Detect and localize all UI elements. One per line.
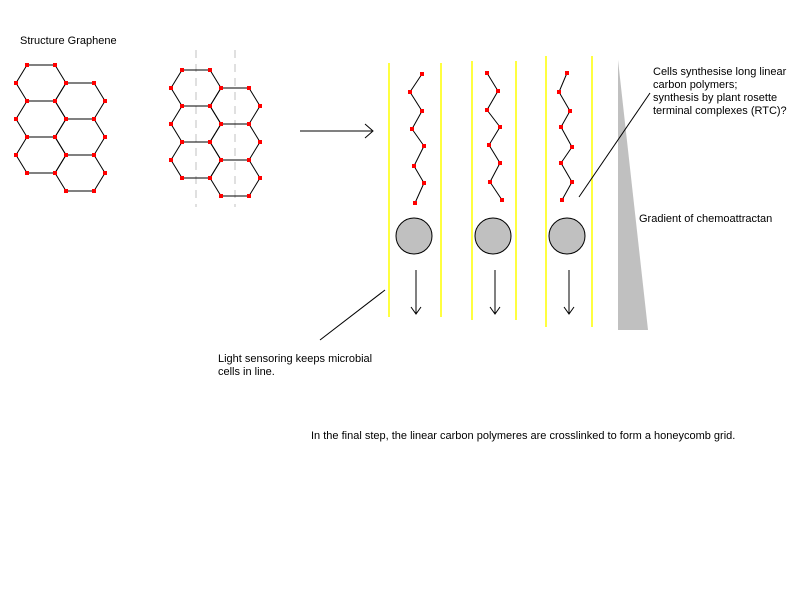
carbon-atom (247, 158, 251, 162)
carbon-atom (14, 153, 18, 157)
carbon-atom (570, 145, 574, 149)
carbon-atom (422, 181, 426, 185)
carbon-atom (103, 171, 107, 175)
carbon-atom (408, 90, 412, 94)
carbon-atom (180, 176, 184, 180)
carbon-atom (559, 125, 563, 129)
carbon-atom (258, 104, 262, 108)
carbon-atom (208, 176, 212, 180)
microbial-cell (395, 217, 433, 255)
microbial-cell (474, 217, 512, 255)
carbon-atom (247, 194, 251, 198)
carbon-atom (247, 86, 251, 90)
label-final-step: In the final step, the linear carbon pol… (311, 430, 736, 442)
movement-arrow-head (489, 306, 501, 315)
carbon-atom (485, 108, 489, 112)
carbon-atom (92, 81, 96, 85)
carbon-polymer-chain (486, 72, 503, 201)
carbon-atom (25, 135, 29, 139)
carbon-atom (487, 143, 491, 147)
carbon-atom (103, 99, 107, 103)
carbon-atom (64, 81, 68, 85)
label-cells-synthesise: Cells synthesise long linear carbon poly… (653, 66, 787, 117)
carbon-atom (14, 117, 18, 121)
carbon-atom (410, 127, 414, 131)
carbon-atom (219, 86, 223, 90)
carbon-atom (496, 89, 500, 93)
carbon-atom (488, 180, 492, 184)
pointer-line-light (319, 289, 386, 341)
carbon-atom (53, 135, 57, 139)
carbon-atom (219, 194, 223, 198)
carbon-atom (103, 135, 107, 139)
carbon-atom (53, 63, 57, 67)
carbon-atom (180, 68, 184, 72)
carbon-atom (180, 140, 184, 144)
carbon-atom (25, 63, 29, 67)
chemoattractant-gradient (618, 60, 648, 330)
carbon-atom (568, 109, 572, 113)
carbon-polymer-chain (558, 72, 573, 201)
carbon-atom (180, 104, 184, 108)
carbon-atom (412, 164, 416, 168)
carbon-atom (64, 117, 68, 121)
carbon-atom (420, 72, 424, 76)
process-arrow-head (364, 123, 374, 139)
carbon-atom (208, 104, 212, 108)
carbon-atom (92, 153, 96, 157)
carbon-atom (498, 125, 502, 129)
carbon-atom (560, 198, 564, 202)
label-light-sensoring: Light sensoring keeps microbial cells in… (218, 353, 373, 378)
carbon-atom (420, 109, 424, 113)
carbon-atom (169, 158, 173, 162)
hexagon-ring (54, 82, 106, 120)
carbon-atom (53, 171, 57, 175)
carbon-atom (92, 117, 96, 121)
carbon-atom (498, 161, 502, 165)
hexagon-ring (54, 118, 106, 156)
movement-arrow-head (410, 306, 422, 315)
carbon-atom (570, 180, 574, 184)
pointer-line-rtc (578, 92, 651, 198)
carbon-atom (208, 140, 212, 144)
carbon-atom (258, 176, 262, 180)
carbon-atom (219, 158, 223, 162)
carbon-atom (485, 71, 489, 75)
carbon-atom (422, 144, 426, 148)
hexagon-ring (54, 154, 106, 192)
microbial-cell (548, 217, 586, 255)
title-structure-graphene: Structure Graphene (20, 35, 117, 47)
carbon-atom (413, 201, 417, 205)
movement-arrow-head (563, 306, 575, 315)
carbon-atom (25, 171, 29, 175)
carbon-atom (500, 198, 504, 202)
carbon-atom (92, 189, 96, 193)
carbon-atom (25, 99, 29, 103)
carbon-atom (258, 140, 262, 144)
carbon-atom (247, 122, 251, 126)
carbon-atom (219, 122, 223, 126)
carbon-atom (64, 153, 68, 157)
carbon-atom (169, 122, 173, 126)
carbon-atom (565, 71, 569, 75)
label-gradient: Gradient of chemoattractan (639, 213, 773, 225)
carbon-atom (559, 161, 563, 165)
carbon-polymer-chain (409, 73, 425, 204)
carbon-atom (557, 90, 561, 94)
carbon-atom (64, 189, 68, 193)
carbon-atom (14, 81, 18, 85)
carbon-atom (169, 86, 173, 90)
carbon-atom (208, 68, 212, 72)
carbon-atom (53, 99, 57, 103)
